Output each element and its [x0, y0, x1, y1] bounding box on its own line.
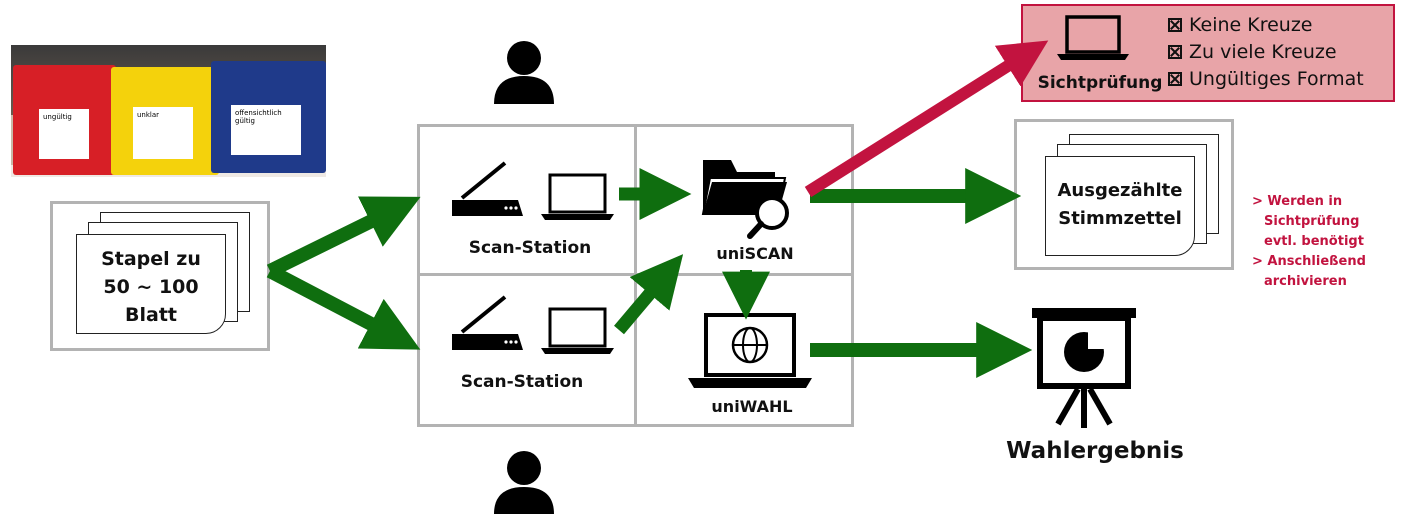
note-line-3: evtl. benötigt — [1264, 234, 1364, 249]
laptop-icon — [541, 307, 614, 354]
output-line-1: Ausgezählte — [1057, 180, 1183, 201]
arrow-station2-to-uniscan — [614, 254, 684, 335]
arrow-to-station-1 — [266, 196, 421, 278]
scan-station-label-1: Scan-Station — [468, 238, 592, 258]
uniwahl-label: uniWAHL — [711, 397, 793, 416]
input-stack-box: Stapel zu 50 ~ 100 Blatt — [50, 201, 270, 351]
red-bin: ungültig — [13, 65, 116, 175]
folder-search-icon — [701, 160, 789, 239]
check-item: Keine Kreuze — [1168, 14, 1313, 36]
note-line-1: > Werden in — [1252, 194, 1343, 209]
check-item: Zu viele Kreuze — [1168, 41, 1337, 63]
scan-station-label-2: Scan-Station — [460, 372, 584, 392]
bins-photo: ungültig unklar offensichtlich gültig — [11, 45, 326, 177]
stack-line-1: Stapel zu — [101, 248, 201, 270]
person-icon — [494, 451, 554, 514]
output-line-2: Stimmzettel — [1058, 208, 1182, 229]
laptop-icon — [541, 173, 614, 220]
stack-line-2: 50 ~ 100 — [103, 276, 199, 298]
yellow-bin: unklar — [111, 67, 219, 175]
output-stack-box: Ausgezählte Stimmzettel — [1014, 119, 1234, 270]
blue-bin: offensichtlich gültig — [211, 61, 326, 173]
bin-label: ungültig — [39, 109, 89, 159]
arrow-to-sichtpruefung — [804, 40, 1049, 198]
note-line-2: Sichtprüfung — [1264, 214, 1360, 229]
person-icon — [494, 41, 554, 104]
check-item: Ungültiges Format — [1168, 68, 1364, 90]
scanner-icon — [452, 161, 523, 216]
scanner-icon — [452, 295, 523, 350]
note-line-4: > Anschließend — [1252, 254, 1366, 269]
uniscan-label: uniSCAN — [716, 244, 794, 263]
checkbox-icon — [1168, 72, 1182, 86]
stack-line-3: Blatt — [125, 304, 177, 326]
note-line-5: archivieren — [1264, 274, 1347, 289]
bin-label: unklar — [133, 107, 193, 159]
checkbox-icon — [1168, 45, 1182, 59]
wahlergebnis-label: Wahlergebnis — [1006, 438, 1184, 464]
checkbox-icon — [1168, 18, 1182, 32]
sichtpruefung-label: Sichtprüfung — [1037, 73, 1163, 93]
web-laptop-icon — [688, 313, 812, 388]
bin-label: offensichtlich gültig — [231, 105, 301, 155]
presentation-chart-icon — [1032, 308, 1136, 428]
laptop-icon — [1057, 15, 1129, 60]
arrow-to-station-2 — [266, 264, 421, 350]
